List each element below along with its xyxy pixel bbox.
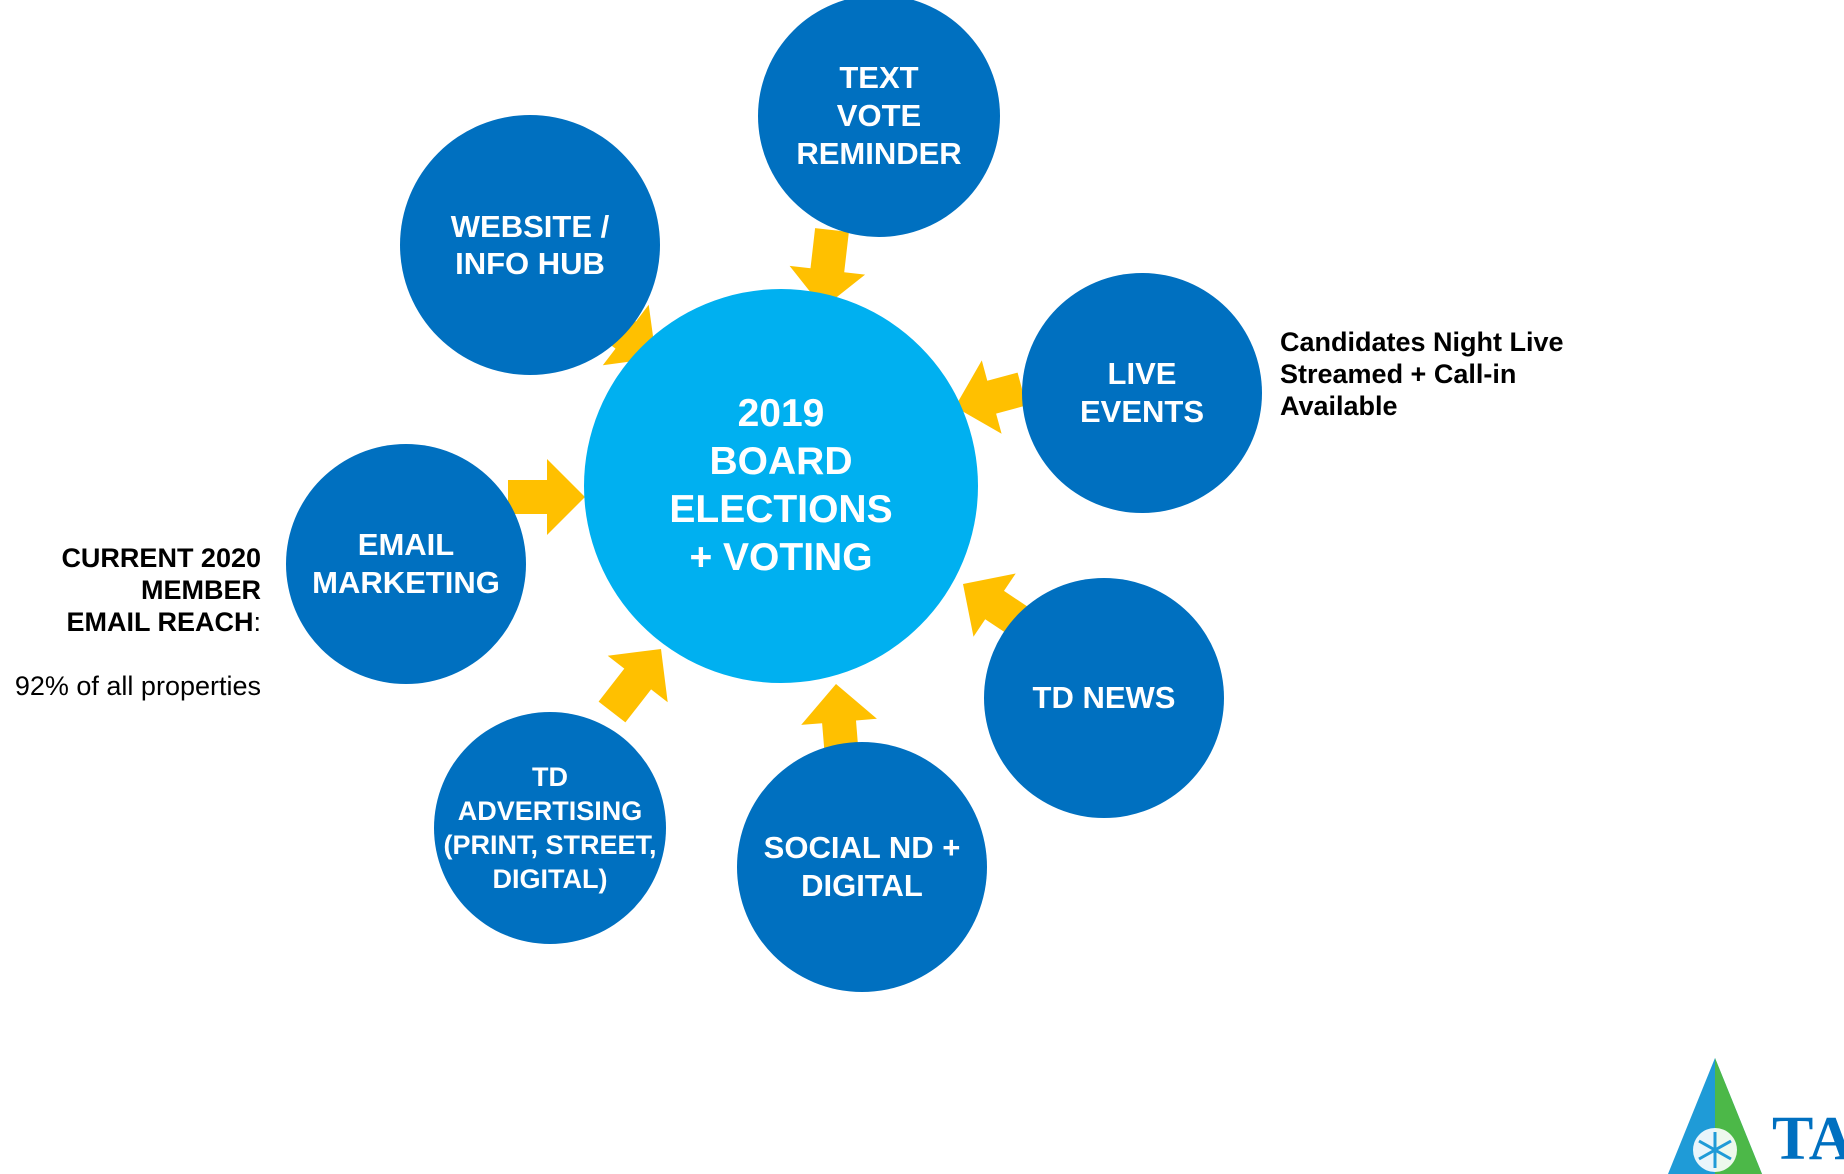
node-td-news: TD NEWS: [984, 578, 1224, 818]
hub-node: 2019 BOARD ELECTIONS + VOTING: [584, 289, 978, 683]
live-events-note: Candidates Night Live Streamed + Call-in…: [1280, 327, 1564, 421]
email-reach-value: 92% of all properties: [14, 671, 261, 701]
email-reach-note: CURRENT 2020 MEMBER EMAIL REACH: 92% of …: [0, 510, 261, 702]
logo-text: TAHO: [1772, 1105, 1844, 1173]
arrow-td-advertising: [598, 649, 668, 723]
node-website-label: WEBSITE / INFO HUB: [450, 209, 610, 281]
snowflake-triangle-icon: [1668, 1058, 1762, 1174]
node-text-vote: TEXT VOTE REMINDER: [758, 0, 1000, 237]
node-social-label: SOCIAL ND + DIGITAL: [763, 830, 961, 903]
tahoe-donner-logo: TAHO: [1660, 1058, 1844, 1174]
node-website: WEBSITE / INFO HUB: [400, 115, 660, 375]
node-email: EMAIL MARKETING: [286, 444, 526, 684]
arrow-text-vote: [789, 228, 866, 308]
arrow-social: [801, 684, 877, 760]
node-email-label: EMAIL MARKETING: [312, 527, 500, 600]
arrow-live-events: [955, 360, 1027, 434]
email-reach-label: CURRENT 2020 MEMBER EMAIL REACH: [61, 543, 261, 637]
node-td-advertising-label: TD ADVERTISING (PRINT, STREET, DIGITAL): [443, 762, 657, 894]
node-td-advertising: TD ADVERTISING (PRINT, STREET, DIGITAL): [434, 712, 666, 944]
node-td-news-label: TD NEWS: [1032, 680, 1176, 715]
hub-label: 2019 BOARD ELECTIONS + VOTING: [669, 392, 893, 579]
node-live-events-label: LIVE EVENTS: [1079, 356, 1205, 429]
email-reach-colon: :: [253, 607, 261, 637]
node-live-events: LIVE EVENTS: [1022, 273, 1262, 513]
node-social: SOCIAL ND + DIGITAL: [737, 742, 987, 992]
arrow-email: [508, 459, 585, 535]
node-text-vote-label: TEXT VOTE REMINDER: [796, 60, 962, 171]
